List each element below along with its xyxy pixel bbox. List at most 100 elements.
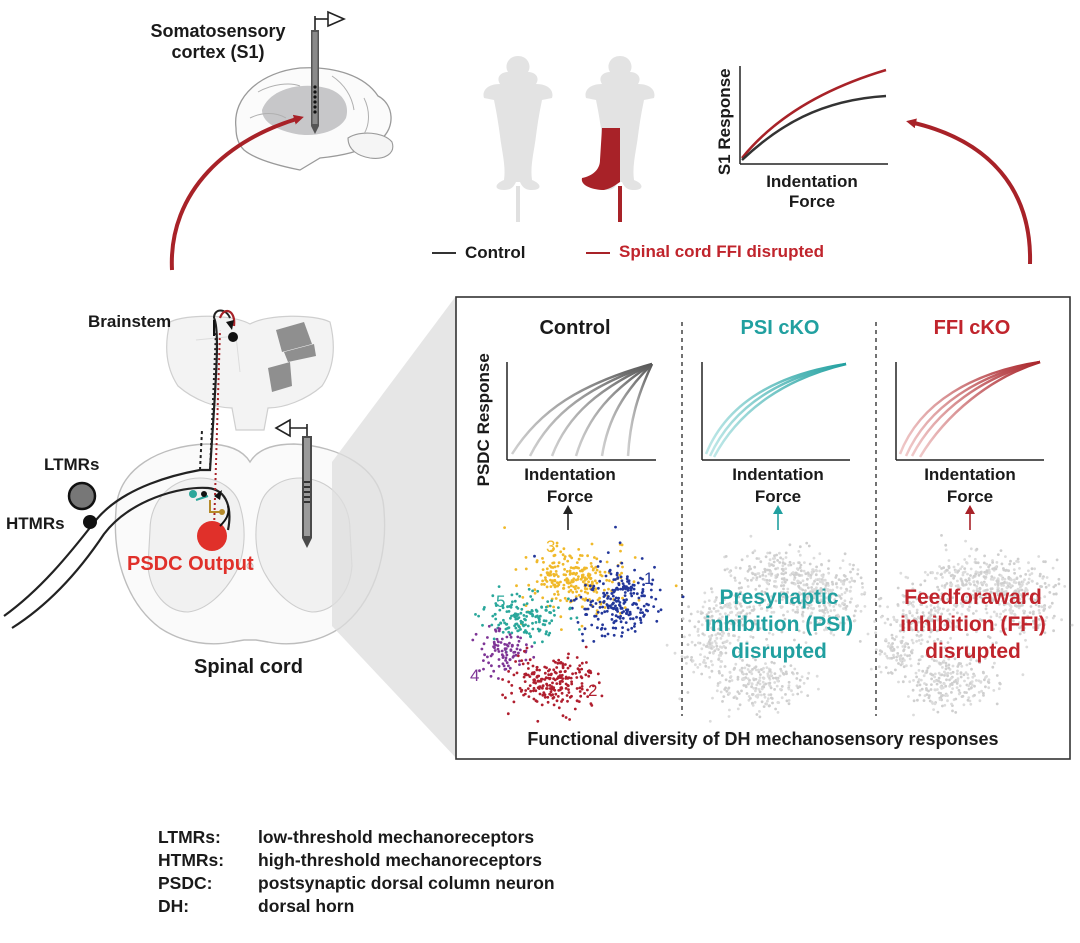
scatter-point bbox=[616, 588, 620, 591]
umap-scatter-psi bbox=[665, 534, 900, 723]
scatter-point bbox=[690, 656, 693, 659]
s1-response-plot bbox=[739, 66, 888, 165]
scatter-point bbox=[737, 624, 741, 628]
scatter-point bbox=[636, 581, 640, 585]
scatter-point bbox=[555, 666, 559, 669]
scatter-point bbox=[611, 626, 615, 630]
scatter-point bbox=[686, 655, 689, 659]
scatter-point bbox=[973, 684, 976, 688]
scatter-point bbox=[755, 713, 759, 716]
zoom-projection bbox=[332, 296, 456, 758]
scatter-point bbox=[620, 579, 624, 583]
scatter-point bbox=[543, 665, 547, 669]
scatter-point bbox=[769, 686, 773, 690]
psdc-neuron bbox=[189, 490, 230, 551]
scatter-point bbox=[733, 618, 737, 622]
scatter-point bbox=[478, 669, 481, 673]
scatter-point bbox=[487, 624, 491, 628]
scatter-point bbox=[1055, 558, 1059, 562]
scatter-point bbox=[762, 693, 766, 696]
scatter-point bbox=[629, 585, 633, 589]
scatter-point bbox=[536, 719, 540, 723]
scatter-point bbox=[497, 677, 500, 680]
scatter-point bbox=[477, 614, 480, 618]
scatter-point bbox=[973, 693, 976, 697]
scatter-point bbox=[518, 594, 522, 598]
scatter-point bbox=[520, 607, 524, 611]
scatter-point bbox=[647, 603, 650, 607]
scatter-point bbox=[577, 668, 581, 672]
scatter-point bbox=[774, 707, 777, 711]
scatter-point bbox=[545, 605, 548, 609]
scatter-point bbox=[712, 628, 716, 632]
scatter-point bbox=[795, 605, 799, 609]
scatter-point bbox=[768, 579, 771, 582]
scatter-point bbox=[558, 674, 562, 677]
scatter-point bbox=[743, 595, 747, 599]
scatter-point bbox=[845, 604, 849, 608]
scatter-point bbox=[754, 588, 758, 591]
scatter-point bbox=[532, 655, 536, 659]
scatter-point bbox=[823, 578, 827, 582]
scatter-point bbox=[959, 567, 962, 571]
scatter-point bbox=[529, 595, 533, 598]
scatter-point bbox=[486, 636, 489, 639]
scatter-point bbox=[815, 623, 819, 627]
scatter-point bbox=[776, 566, 780, 570]
scatter-point bbox=[901, 680, 905, 684]
scatter-point bbox=[715, 689, 719, 693]
scatter-point bbox=[1030, 572, 1034, 575]
scatter-point bbox=[790, 689, 793, 693]
scatter-point bbox=[749, 534, 753, 538]
scatter-point bbox=[642, 604, 646, 608]
scatter-point bbox=[784, 571, 788, 575]
scatter-point bbox=[525, 602, 529, 605]
scatter-point bbox=[569, 584, 573, 588]
arrow-psi-up bbox=[773, 505, 783, 530]
scatter-point bbox=[641, 611, 644, 614]
scatter-point bbox=[758, 575, 762, 578]
scatter-point bbox=[973, 557, 977, 561]
scatter-point bbox=[619, 587, 622, 591]
scatter-point bbox=[579, 595, 583, 599]
scatter-point bbox=[966, 676, 970, 680]
scatter-point bbox=[969, 567, 973, 571]
scatter-point bbox=[593, 579, 597, 583]
scatter-point bbox=[736, 611, 740, 615]
scatter-point bbox=[985, 562, 989, 566]
scatter-point bbox=[592, 640, 596, 643]
scatter-point bbox=[655, 619, 659, 623]
scatter-point bbox=[1041, 576, 1045, 580]
scatter-point bbox=[578, 628, 581, 631]
scatter-point bbox=[491, 614, 495, 618]
scatter-point bbox=[738, 566, 742, 570]
scatter-point bbox=[504, 627, 508, 631]
scatter-point bbox=[508, 666, 512, 670]
scatter-point bbox=[623, 591, 627, 594]
scatter-point bbox=[935, 682, 939, 686]
scatter-point bbox=[520, 659, 524, 662]
scatter-point bbox=[612, 601, 615, 605]
scatter-point bbox=[944, 693, 948, 697]
scatter-point bbox=[824, 626, 828, 630]
panel-footer: Functional diversity of DH mechanosensor… bbox=[527, 729, 999, 749]
scatter-point bbox=[686, 643, 690, 646]
scatter-point bbox=[786, 610, 789, 613]
scatter-point bbox=[639, 576, 642, 580]
scatter-point bbox=[760, 693, 763, 697]
scatter-point bbox=[1045, 576, 1049, 579]
scatter-point bbox=[970, 680, 974, 683]
scatter-point bbox=[838, 595, 842, 598]
scatter-point bbox=[650, 595, 653, 599]
scatter-point bbox=[745, 692, 749, 695]
scatter-point bbox=[944, 667, 948, 671]
scatter-point bbox=[584, 645, 588, 649]
scatter-point bbox=[758, 679, 762, 682]
scatter-point bbox=[551, 693, 554, 697]
scatter-point bbox=[827, 584, 830, 587]
scatter-point bbox=[517, 651, 520, 655]
scatter-point bbox=[706, 618, 710, 621]
scatter-point bbox=[558, 680, 562, 684]
scatter-point bbox=[541, 568, 545, 571]
scatter-point bbox=[533, 591, 537, 595]
